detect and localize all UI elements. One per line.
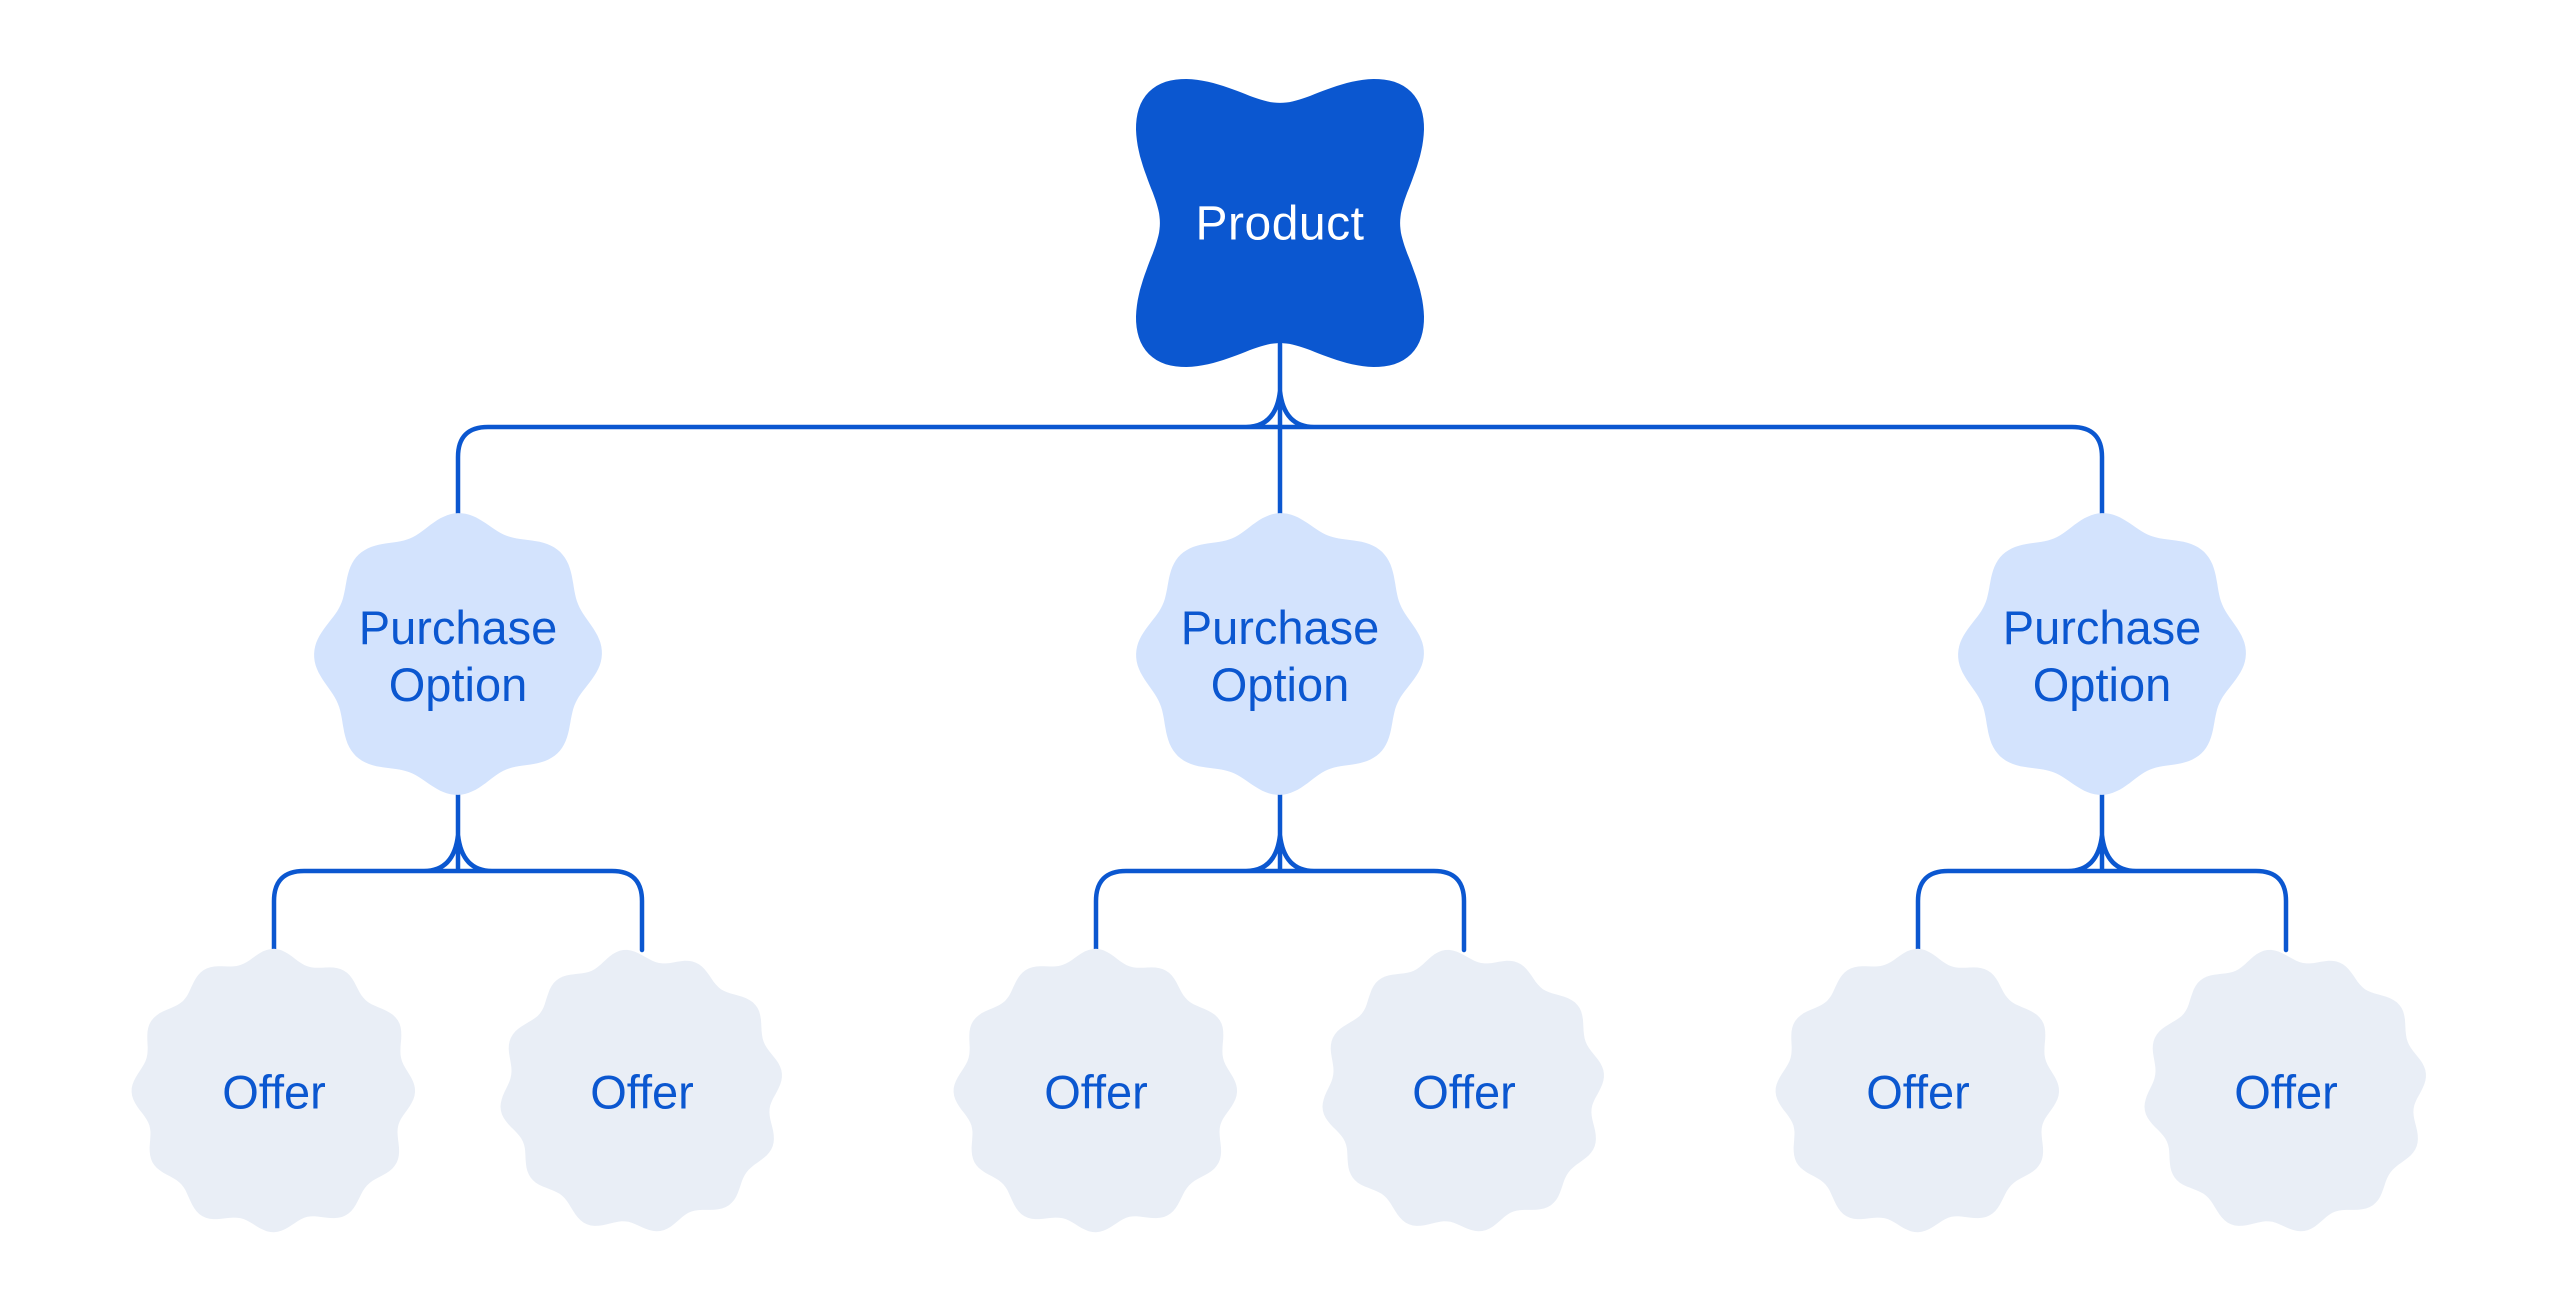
purchase-option-node-shape bbox=[1958, 513, 2246, 795]
connector-root-to-branches bbox=[455, 341, 2105, 519]
connector-branch-to-leaves bbox=[271, 788, 645, 953]
offer-node-shape bbox=[2144, 949, 2426, 1232]
offer-node-label: Offer bbox=[1044, 1065, 1148, 1119]
offer-node-shape bbox=[1775, 948, 2059, 1233]
product-node-label: Product bbox=[1195, 197, 1365, 251]
offer-node-shape bbox=[1322, 949, 1604, 1232]
product-node-shape bbox=[1136, 79, 1424, 367]
offer-node-label: Offer bbox=[1412, 1065, 1516, 1119]
offer-node-shape bbox=[953, 948, 1237, 1233]
offer-node-label: Offer bbox=[222, 1065, 326, 1119]
offer-node-shape bbox=[131, 948, 415, 1233]
connector-branch-to-leaves bbox=[1093, 788, 1467, 953]
connector-branch-to-leaves bbox=[1915, 788, 2289, 953]
purchase-option-node-label: Purchase Option bbox=[1180, 601, 1380, 711]
offer-node-shape bbox=[500, 949, 782, 1232]
offer-node-label: Offer bbox=[590, 1065, 694, 1119]
purchase-option-node-label: Purchase Option bbox=[2002, 601, 2202, 711]
offer-node-label: Offer bbox=[2234, 1065, 2338, 1119]
offer-node-label: Offer bbox=[1866, 1065, 1970, 1119]
purchase-option-node-shape bbox=[314, 513, 602, 795]
purchase-option-node-label: Purchase Option bbox=[358, 601, 558, 711]
purchase-option-node-shape bbox=[1136, 513, 1424, 795]
